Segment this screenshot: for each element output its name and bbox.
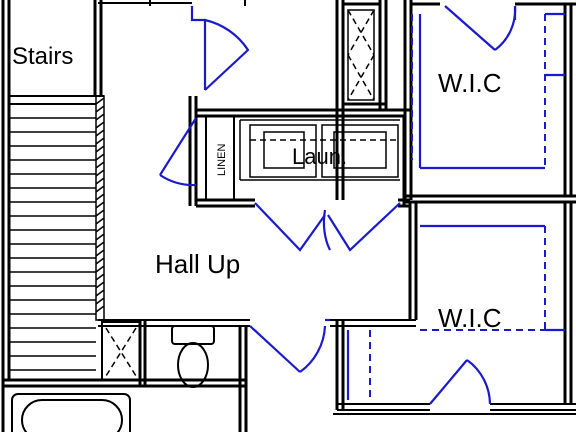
staircase — [9, 95, 105, 371]
room-label-laundry: Laun. — [292, 144, 347, 169]
room-label-stairs: Stairs — [12, 43, 73, 70]
room-label-linen: LINEN — [216, 144, 228, 176]
room-label-wic-top: W.I.C — [438, 68, 502, 98]
room-label-hall: Hall Up — [155, 249, 240, 279]
room-label-wic-bottom: W.I.C — [438, 303, 502, 333]
room-labels: Stairs W.I.C Laun. LINEN Hall Up W.I.C — [12, 43, 502, 333]
door-swings — [159, 5, 565, 405]
